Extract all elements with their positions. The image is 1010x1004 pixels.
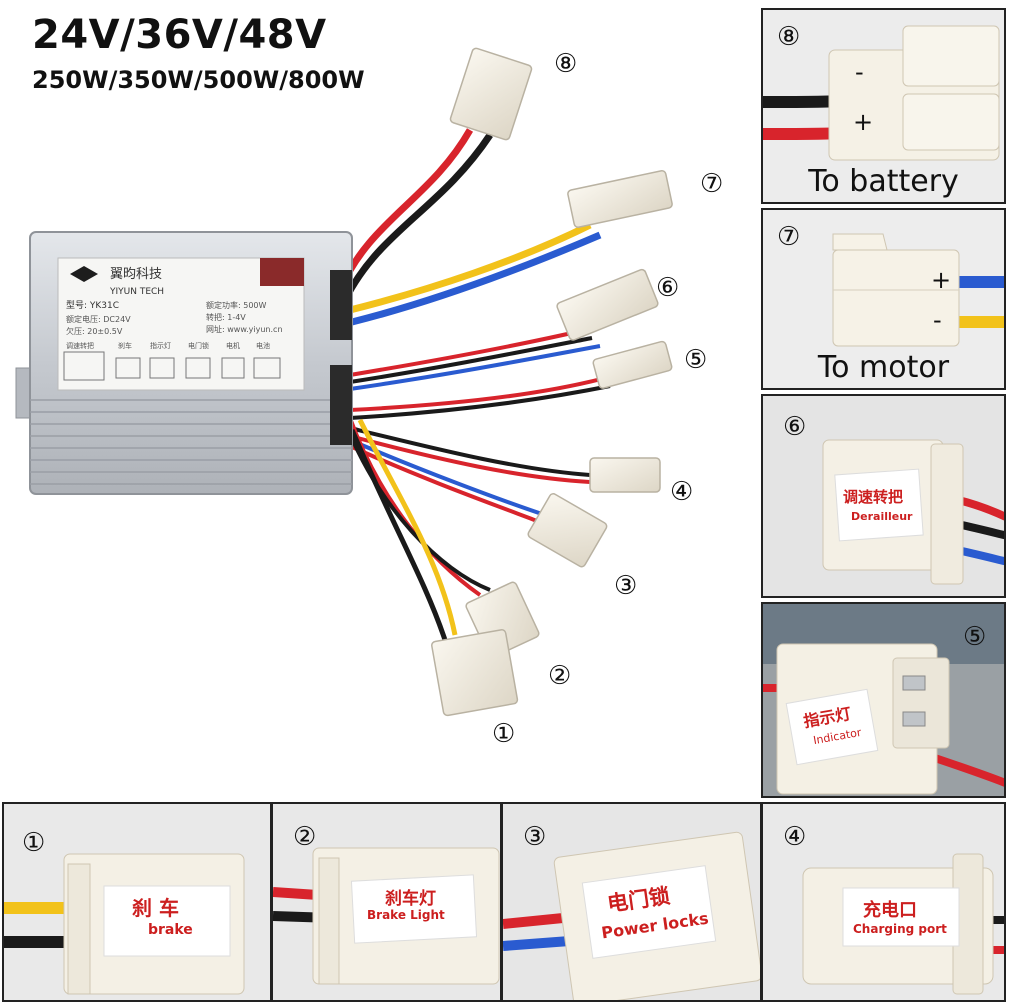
panel-derailleur: ⑥ 调速转把 Derailleur: [761, 394, 1006, 598]
callout-6: ⑥: [656, 273, 679, 303]
callout-1: ①: [492, 719, 515, 749]
model-text: 型号: YK31C: [66, 300, 119, 311]
throttle-spec-text: 转把: 1-4V: [206, 312, 246, 322]
power-spec-text: 额定功率: 500W: [206, 300, 267, 310]
panel-motor-caption: To motor: [817, 350, 950, 385]
connector-4: [589, 457, 661, 493]
callout-5: ⑤: [684, 345, 707, 375]
panel-charging-port-number: ④: [783, 822, 807, 852]
controller-photo: 翼昀科技 YIYUN TECH 型号: YK31C 额定电压: DC24V 欠压…: [15, 47, 723, 749]
panel-power-locks: ③ 电门锁 Power locks: [501, 802, 762, 1002]
connector-1: [431, 629, 519, 717]
brand-en-text: YIYUN TECH: [109, 287, 164, 297]
panel-motor-plus: +: [931, 266, 952, 294]
panel-brake-light: ② 刹车灯 Brake Light: [271, 802, 502, 1002]
panel-brake-light-label-en: Brake Light: [367, 908, 445, 922]
panel-charging-port-label-cn: 充电口: [863, 900, 917, 921]
port-label-battery: 电池: [256, 341, 270, 350]
power-title: 250W/350W/500W/800W: [32, 66, 365, 94]
panel-battery-minus: -: [855, 58, 864, 86]
panel-derailleur-label-en: Derailleur: [851, 510, 913, 523]
panel-battery-plus: +: [853, 108, 874, 136]
port-label-throttle: 调速转把: [66, 341, 94, 350]
panel-motor-number: ⑦: [777, 222, 801, 252]
panel-brake-light-number: ②: [293, 822, 317, 852]
panel-brake-label-cn: 刹 车: [132, 896, 179, 920]
port-label-motor: 电机: [226, 341, 240, 350]
panel-motor-minus: -: [933, 306, 942, 334]
panel-power-locks-number: ③: [523, 822, 547, 852]
panel-indicator: ⑤ 指示灯 Indicator: [761, 602, 1006, 798]
voltage-title: 24V/36V/48V: [32, 12, 327, 58]
callout-4: ④: [670, 477, 693, 507]
panel-derailleur-label-cn: 调速转把: [843, 488, 904, 506]
panel-charging-port-label-en: Charging port: [853, 922, 947, 936]
brand-cn-text: 翼昀科技: [110, 267, 162, 282]
panel-motor: ⑦ + - To motor: [761, 208, 1006, 390]
connector-7: [567, 170, 673, 228]
port-label-lock: 电门锁: [188, 341, 209, 350]
port-label-indicator: 指示灯: [150, 341, 171, 350]
panel-indicator-number: ⑤: [963, 622, 987, 652]
connector-5: [592, 340, 673, 389]
panel-brake: ① 刹 车 brake: [2, 802, 272, 1002]
callout-3: ③: [614, 571, 637, 601]
panel-charging-port: ④ 充电口 Charging port: [761, 802, 1006, 1002]
panel-brake-label-en: brake: [148, 922, 193, 938]
panel-battery-caption: To battery: [808, 164, 959, 199]
callout-2: ②: [548, 661, 571, 691]
panel-battery: ⑧ - + To battery: [761, 8, 1006, 204]
callout-8: ⑧: [554, 49, 577, 79]
panel-battery-number: ⑧: [777, 22, 801, 52]
connector-3: [527, 493, 608, 568]
connector-6: [556, 268, 659, 341]
callout-7: ⑦: [700, 169, 723, 199]
port-label-brake: 刹车: [118, 341, 132, 350]
voltage-spec-text: 额定电压: DC24V: [66, 314, 131, 324]
website-text: 网址: www.yiyun.cn: [206, 324, 283, 334]
undervoltage-text: 欠压: 20±0.5V: [66, 326, 123, 336]
connector-8: [449, 47, 533, 141]
panel-brake-number: ①: [22, 828, 46, 858]
panel-brake-light-label-cn: 刹车灯: [385, 889, 436, 909]
panel-derailleur-number: ⑥: [783, 412, 807, 442]
